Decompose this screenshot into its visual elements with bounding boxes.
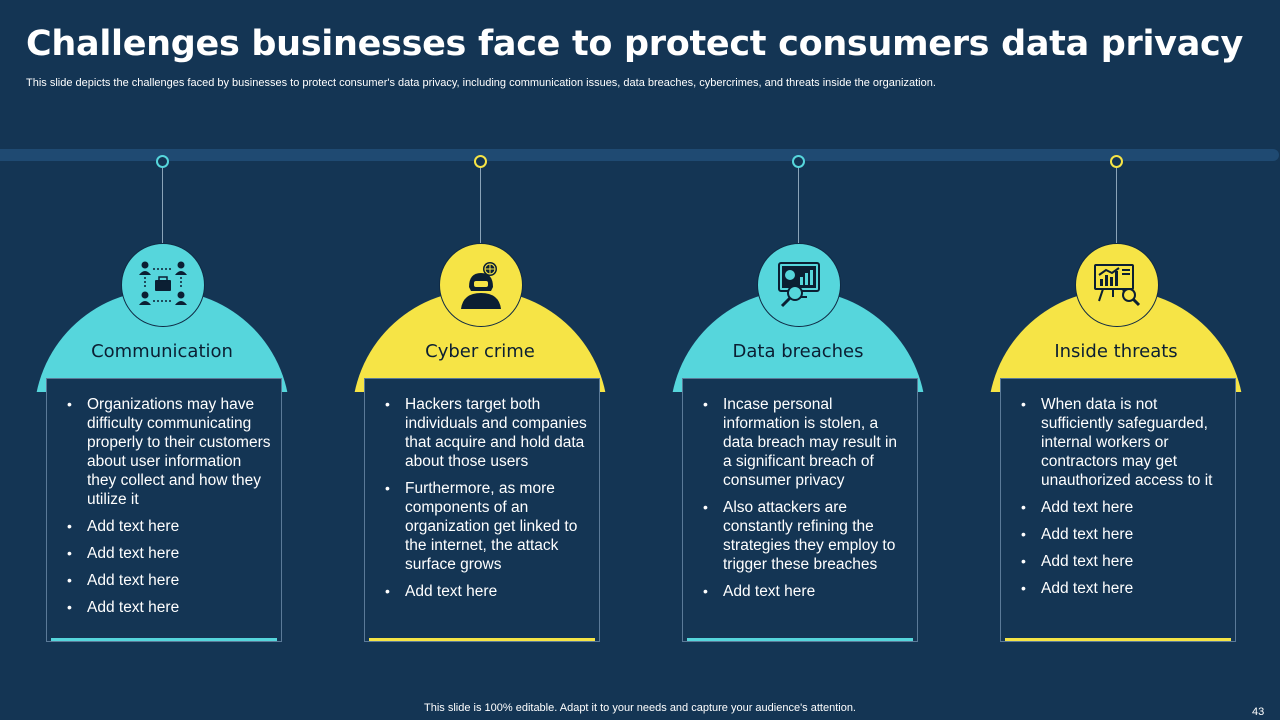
footer-note: This slide is 100% editable. Adapt it to…	[424, 702, 856, 714]
card-accent-bar	[1005, 638, 1231, 641]
column-title: Communication	[91, 341, 233, 362]
column-title: Data breaches	[732, 341, 864, 362]
bullet-item: Also attackers are constantly refining t…	[701, 498, 907, 574]
bullet-item: Add text here	[1019, 552, 1225, 571]
timeline-connector	[480, 166, 481, 244]
challenge-column-cyber-crime: Cyber crime Hackers target both individu…	[352, 0, 612, 720]
bullet-item: Add text here	[65, 598, 271, 617]
bullet-item: Add text here	[1019, 498, 1225, 517]
column-card: Organizations may have difficulty commun…	[46, 378, 282, 642]
bullet-item: When data is not sufficiently safeguarde…	[1019, 395, 1225, 490]
monitor-magnifier-icon	[757, 243, 841, 327]
timeline-connector	[162, 166, 163, 244]
page-subtitle: This slide depicts the challenges faced …	[26, 77, 936, 89]
card-accent-bar	[687, 638, 913, 641]
timeline-bar	[0, 149, 1279, 161]
card-accent-bar	[51, 638, 277, 641]
timeline-dot	[1110, 155, 1123, 168]
page-title: Challenges businesses face to protect co…	[26, 24, 1243, 64]
column-title: Cyber crime	[425, 341, 535, 362]
bullet-item: Add text here	[65, 571, 271, 590]
hacker-icon	[439, 243, 523, 327]
bullet-item: Add text here	[1019, 525, 1225, 544]
bullet-item: Hackers target both individuals and comp…	[383, 395, 589, 471]
column-card: Incase personal information is stolen, a…	[682, 378, 918, 642]
column-card: When data is not sufficiently safeguarde…	[1000, 378, 1236, 642]
team-network-icon	[121, 243, 205, 327]
bullet-item: Add text here	[65, 544, 271, 563]
challenge-column-inside-threats: Inside threats When data is not sufficie…	[988, 0, 1248, 720]
card-accent-bar	[369, 638, 595, 641]
page-number: 43	[1252, 706, 1265, 718]
bullet-item: Add text here	[1019, 579, 1225, 598]
bullet-item: Incase personal information is stolen, a…	[701, 395, 907, 490]
column-card: Hackers target both individuals and comp…	[364, 378, 600, 642]
timeline-dot	[156, 155, 169, 168]
bullet-item: Organizations may have difficulty commun…	[65, 395, 271, 509]
challenge-column-communication: Communication Organizations may have dif…	[34, 0, 294, 720]
timeline-connector	[1116, 166, 1117, 244]
bullet-item: Add text here	[65, 517, 271, 536]
column-title: Inside threats	[1054, 341, 1178, 362]
challenge-column-data-breaches: Data breaches Incase personal informatio…	[670, 0, 930, 720]
timeline-dot	[792, 155, 805, 168]
bullet-item: Add text here	[383, 582, 589, 601]
bullet-item: Furthermore, as more components of an or…	[383, 479, 589, 574]
timeline-dot	[474, 155, 487, 168]
chart-board-search-icon	[1075, 243, 1159, 327]
bullet-item: Add text here	[701, 582, 907, 601]
timeline-connector	[798, 166, 799, 244]
